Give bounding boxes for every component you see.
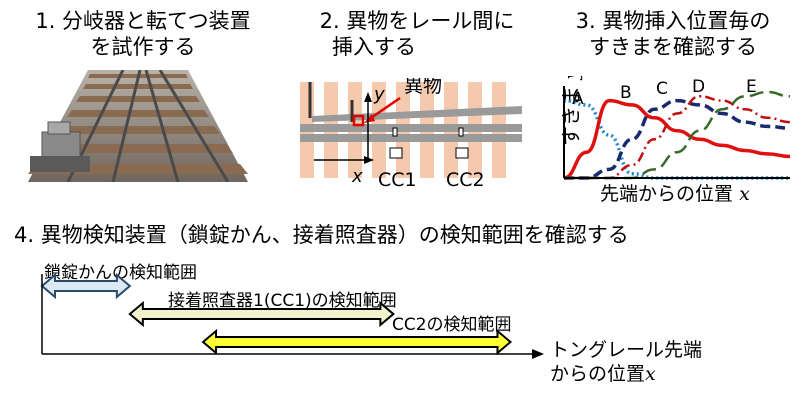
cc1-range-label: 接着照査器1(CC1)の検知範囲 [168, 291, 397, 311]
gap-curve-e [564, 90, 791, 180]
photo-machine [30, 121, 90, 172]
range-axis-label: トングレール先端 からの位置x [550, 338, 702, 386]
rail-diagram: 異物 y x CC1 CC2 [300, 78, 522, 190]
curve-label-d: D [692, 77, 705, 97]
gap-chart: すきま y 先端からの位置 x A B C D E [559, 76, 791, 205]
curve-label-e: E [746, 77, 757, 97]
step2-line1: 2. 異物をレール間に [319, 9, 515, 33]
range-arrows [40, 272, 513, 356]
foreign-object-arrow [367, 96, 401, 122]
gap-y-label-var: y [559, 76, 583, 81]
gap-x-label-text: 先端からの位置 [600, 183, 733, 205]
y-axis-label: y [373, 84, 385, 105]
range-arrow-cc2 [201, 328, 513, 356]
curve-label-b: B [620, 83, 632, 103]
range-axis-label-var: x [645, 363, 656, 385]
lock-rod-range-label: 鎖錠かんの検知範囲 [44, 263, 197, 283]
range-axis-label-line1: トングレール先端 [550, 339, 703, 361]
x-axis-arrowhead [364, 156, 374, 164]
foreign-object-arrowhead [364, 114, 375, 123]
step3-line1: 3. 異物挿入位置毎の [575, 9, 771, 33]
step3-title: 3. 異物挿入位置毎の すきまを確認する [548, 8, 798, 60]
curve-label-a: A [572, 89, 584, 109]
step1-title: 1. 分岐器と転てつ装置 を試作する [18, 8, 268, 60]
range-axis-label-line2: からの位置x [550, 362, 702, 386]
step2-title: 2. 異物をレール間に 挿入する [292, 8, 542, 60]
gap-curve-b [563, 98, 791, 180]
foreign-object-marker [352, 114, 365, 127]
gap-curve-d [564, 95, 791, 180]
step1-line2: を試作する [90, 35, 196, 59]
cc2-probe [458, 127, 464, 137]
cc1-probe [392, 127, 398, 137]
curve-label-c: C [656, 79, 668, 99]
step3-line2: すきまを確認する [589, 35, 757, 59]
cc1-label: CC1 [378, 169, 417, 190]
range-axis-label-line2-text: からの位置 [550, 363, 646, 385]
range-arrow-cc1 [128, 300, 395, 328]
step4-title: 4. 異物検知装置（鎖錠かん、接着照査器）の検知範囲を確認する [14, 223, 629, 247]
y-axis-arrowhead [364, 92, 372, 102]
gap-curve-a [563, 98, 790, 180]
range-x-axis-arrowhead [532, 349, 544, 359]
rails [300, 106, 522, 142]
step2-line2: 挿入する [332, 35, 416, 59]
cc2-label: CC2 [446, 169, 485, 190]
turnout-photo-svg [28, 70, 248, 182]
gap-x-label-var: x [739, 183, 750, 205]
gap-x-label: 先端からの位置 x [600, 183, 750, 205]
turnout-photo [28, 70, 248, 182]
cc1-sensor [389, 147, 403, 159]
detection-range-diagram [40, 272, 544, 359]
step1-line1: 1. 分岐器と転てつ装置 [35, 9, 251, 33]
foreign-object-label: 異物 [404, 78, 442, 97]
gap-plot-area [563, 90, 791, 180]
gap-curve-c [564, 98, 791, 180]
range-arrow-lock-rod [40, 272, 132, 300]
x-axis-label: x [351, 166, 363, 187]
gap-y-label: すきま y [559, 76, 583, 146]
cc2-sensor [455, 147, 469, 159]
cc2-range-label: CC2の検知範囲 [392, 315, 512, 335]
